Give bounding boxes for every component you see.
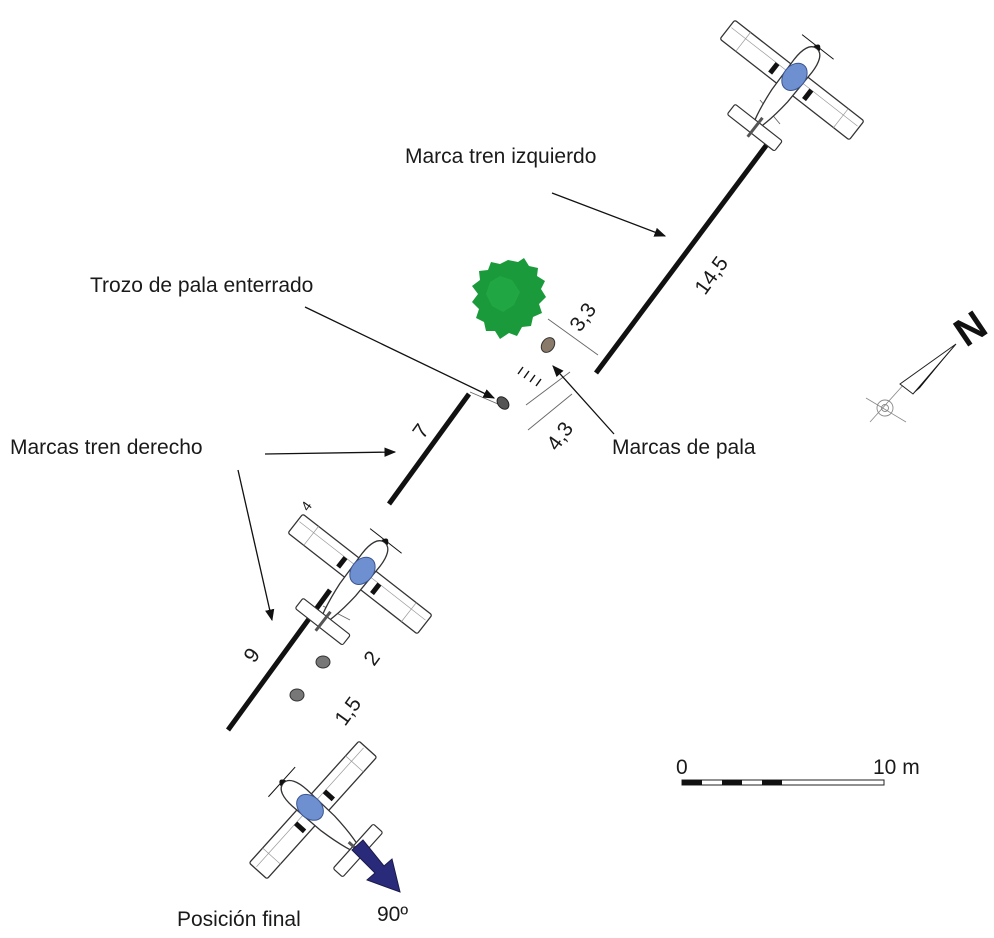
label-blade-marks: Marcas de pala xyxy=(612,436,756,459)
north-arrow-icon xyxy=(865,343,957,423)
label-right-gear-marks: Marcas tren derecho xyxy=(10,436,203,459)
blade-piece-icon xyxy=(540,337,556,353)
leader-arrows xyxy=(237,192,667,622)
label-heading: 90º xyxy=(377,903,408,926)
aircraft-mid-icon xyxy=(250,487,453,682)
scale-end-label: 10 m xyxy=(873,756,920,779)
measure-blade-marks-offset: 4,3 xyxy=(542,418,578,455)
blade-marks xyxy=(517,366,542,387)
measure-blade-to-tree: 3,3 xyxy=(565,299,601,336)
measure-left-track: 14,5 xyxy=(690,252,733,299)
measure-wing-offset: 4 xyxy=(297,498,315,514)
left-gear-track xyxy=(593,137,774,375)
measure-right-track-upper: 7 xyxy=(408,420,433,443)
right-gear-track-upper xyxy=(386,392,472,506)
heading-arrow-icon xyxy=(351,839,401,893)
measure-mark-1-5: 1,5 xyxy=(330,693,366,730)
measure-right-track-lower: 9 xyxy=(239,644,264,667)
measure-mark-2: 2 xyxy=(359,647,384,670)
wheel-mark-icon xyxy=(315,655,331,669)
scale-start-label: 0 xyxy=(676,756,688,779)
label-final-position: Posición final xyxy=(177,908,301,931)
wheel-mark-icon xyxy=(289,688,305,702)
label-buried-blade: Trozo de pala enterrado xyxy=(90,274,313,297)
label-left-gear-mark: Marca tren izquierdo xyxy=(405,145,596,168)
scale-bar xyxy=(681,779,885,786)
tree-icon xyxy=(472,258,546,339)
buried-blade-icon xyxy=(496,396,510,410)
aircraft-initial-icon xyxy=(682,0,885,188)
dimension-lines xyxy=(322,99,781,621)
